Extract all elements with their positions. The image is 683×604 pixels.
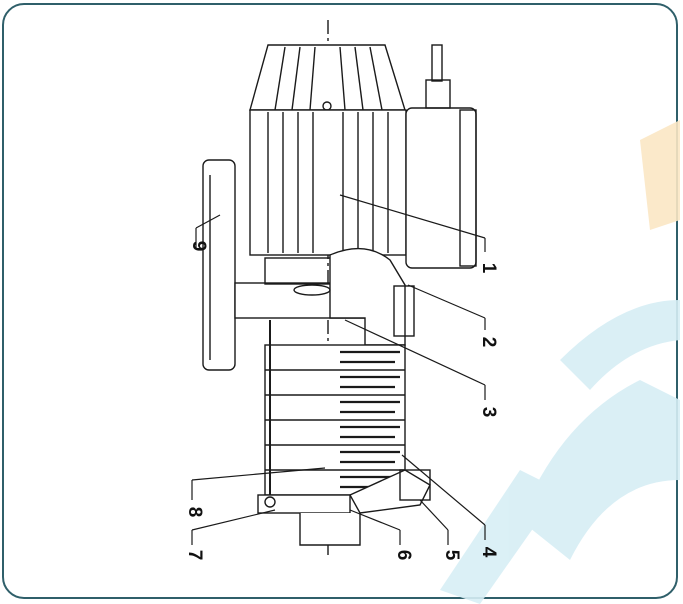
- callout-8: 8: [184, 506, 205, 518]
- motor-fan-cover: [249, 44, 406, 111]
- lantern-bracket: [234, 247, 415, 346]
- motor-body: [249, 109, 407, 256]
- pump-base: [257, 469, 431, 546]
- pump-stages: [264, 320, 406, 496]
- watermark-logo: [440, 120, 680, 604]
- callout-1: 1: [478, 262, 499, 274]
- mounting-flange: [202, 159, 236, 371]
- callout-6: 6: [393, 549, 414, 561]
- callout-5: 5: [441, 549, 462, 561]
- terminal-box: [405, 44, 477, 269]
- leader-lines: [191, 194, 486, 545]
- callout-7: 7: [184, 549, 205, 561]
- callout-4: 4: [478, 546, 499, 558]
- callout-2: 2: [478, 336, 499, 348]
- callout-3: 3: [478, 406, 499, 418]
- callout-9: 9: [188, 240, 209, 252]
